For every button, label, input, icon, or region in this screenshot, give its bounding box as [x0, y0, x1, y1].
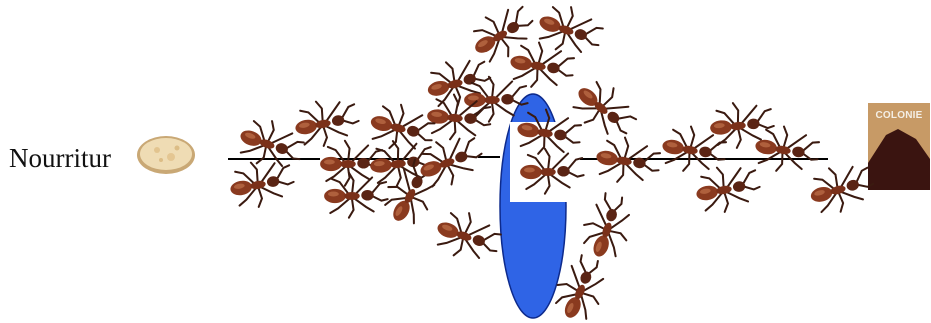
ant-icon: [752, 122, 822, 177]
ant-icon: [324, 173, 388, 218]
ant-icon: [507, 38, 577, 93]
ant-icon: [464, 0, 542, 69]
ant-icon: [805, 158, 878, 218]
ant-icon: [692, 161, 762, 216]
ant-icon: [532, 0, 607, 63]
ant-icon: [576, 189, 640, 264]
ant-icon: [566, 72, 644, 147]
ant-icon: [430, 205, 505, 269]
ant-icon: [368, 138, 435, 188]
ant-icon: [226, 156, 296, 211]
ant-icon: [593, 133, 663, 188]
